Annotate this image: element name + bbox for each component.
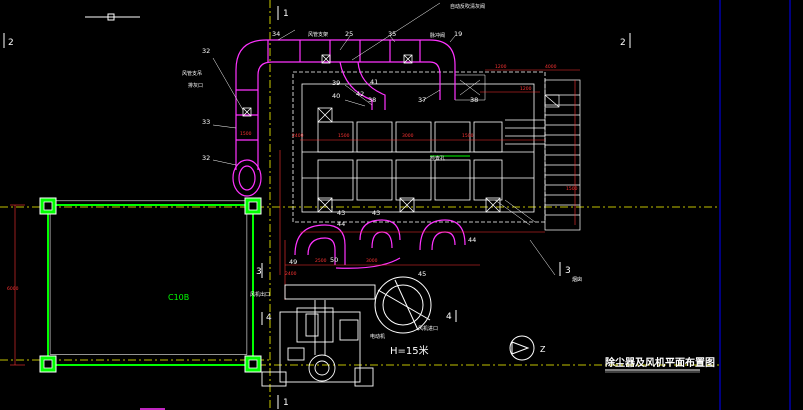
note-duct-support: 风管支吊 bbox=[182, 70, 202, 77]
dim-10: 6000 bbox=[7, 286, 19, 292]
collector-supports bbox=[317, 107, 501, 213]
section-mark-4-right: 4 bbox=[446, 312, 452, 322]
item-32a: 32 bbox=[202, 47, 210, 55]
north-arrow bbox=[509, 335, 535, 361]
item-40: 40 bbox=[332, 92, 340, 100]
dim-4: 1500 bbox=[462, 133, 474, 139]
item-numbers: 34 25 35 19 32 33 32 39 41 40 42 38 37 3… bbox=[202, 30, 478, 278]
section-marks bbox=[3, 6, 631, 409]
item-44a: 44 bbox=[337, 220, 345, 228]
annotations: 自动反吹清灰阀 脉冲阀 风管支吊 排灰口 风管支架 检查孔 风机出口 电动机 风… bbox=[182, 3, 582, 340]
platform-hatch bbox=[454, 74, 536, 226]
item-50: 50 bbox=[330, 256, 338, 264]
dim-3: 1500 bbox=[338, 133, 350, 139]
item-32b: 32 bbox=[202, 154, 210, 162]
height-label: H=15米 bbox=[390, 344, 429, 357]
dim-2: 3000 bbox=[402, 133, 414, 139]
item-41: 41 bbox=[370, 78, 378, 86]
section-mark-left: 2 bbox=[8, 38, 14, 48]
filter-cells bbox=[317, 121, 503, 201]
dim-6: 1200 bbox=[520, 86, 532, 92]
scale-marker bbox=[85, 13, 140, 21]
note-chimney: 烟囱 bbox=[572, 276, 582, 283]
section-mark-top: 1 bbox=[283, 9, 289, 19]
dim-13: 3000 bbox=[366, 258, 378, 264]
note-fan-outlet: 风机出口 bbox=[250, 291, 270, 298]
leader-lines bbox=[212, 2, 556, 276]
item-38a: 38 bbox=[368, 96, 376, 104]
dim-12: 1500 bbox=[240, 131, 252, 137]
item-43a: 43 bbox=[337, 209, 345, 217]
dim-1: 2400 bbox=[292, 133, 304, 139]
room-label: C10B bbox=[168, 293, 189, 302]
item-33: 33 bbox=[202, 118, 210, 126]
chimney bbox=[374, 276, 432, 334]
section-mark-4-left: 4 bbox=[266, 313, 272, 323]
note-fan-inlet: 风机进口 bbox=[418, 325, 438, 332]
item-39: 39 bbox=[332, 79, 340, 87]
item-49: 49 bbox=[289, 258, 297, 266]
item-34: 34 bbox=[272, 30, 280, 38]
note-motor: 电动机 bbox=[370, 333, 385, 340]
dimension-lines bbox=[279, 69, 580, 300]
note-pulse-valve: 自动反吹清灰阀 bbox=[450, 3, 485, 10]
dim-5: 1200 bbox=[495, 64, 507, 70]
item-19: 19 bbox=[454, 30, 462, 38]
dim-9: 2400 bbox=[285, 271, 297, 277]
item-37: 37 bbox=[418, 96, 426, 104]
section-mark-3-top: 3 bbox=[565, 266, 571, 276]
fan-assembly bbox=[261, 284, 376, 387]
note-support: 风管支架 bbox=[308, 31, 328, 38]
duct-dampers bbox=[242, 54, 413, 117]
dimension-text: 2400 3000 1500 1500 1200 1200 4000 2500 … bbox=[7, 64, 578, 292]
note-valve: 脉冲阀 bbox=[430, 32, 445, 39]
dim-11: 1500 bbox=[566, 186, 578, 192]
note-inspection: 检查孔 bbox=[430, 155, 445, 162]
dim-8: 2500 bbox=[315, 258, 327, 264]
item-44b: 44 bbox=[468, 236, 476, 244]
duct-network bbox=[232, 39, 466, 269]
item-42: 42 bbox=[356, 90, 364, 98]
drawing-title: 除尘器及风机平面布置图 bbox=[605, 356, 715, 369]
drawing-frame bbox=[719, 0, 791, 410]
section-mark-right: 2 bbox=[620, 38, 626, 48]
note-outlet: 排灰口 bbox=[188, 82, 203, 89]
item-45: 45 bbox=[418, 270, 426, 278]
item-25: 25 bbox=[345, 30, 353, 38]
north-mark: Z bbox=[540, 345, 546, 354]
section-mark-bottom: 1 bbox=[283, 398, 289, 408]
item-35: 35 bbox=[388, 30, 396, 38]
left-building bbox=[10, 197, 262, 373]
section-mark-3-left: 3 bbox=[256, 267, 262, 277]
dim-7: 4000 bbox=[545, 64, 557, 70]
item-43b: 43 bbox=[372, 209, 380, 217]
item-38b: 38 bbox=[470, 96, 478, 104]
stairs bbox=[505, 79, 581, 231]
